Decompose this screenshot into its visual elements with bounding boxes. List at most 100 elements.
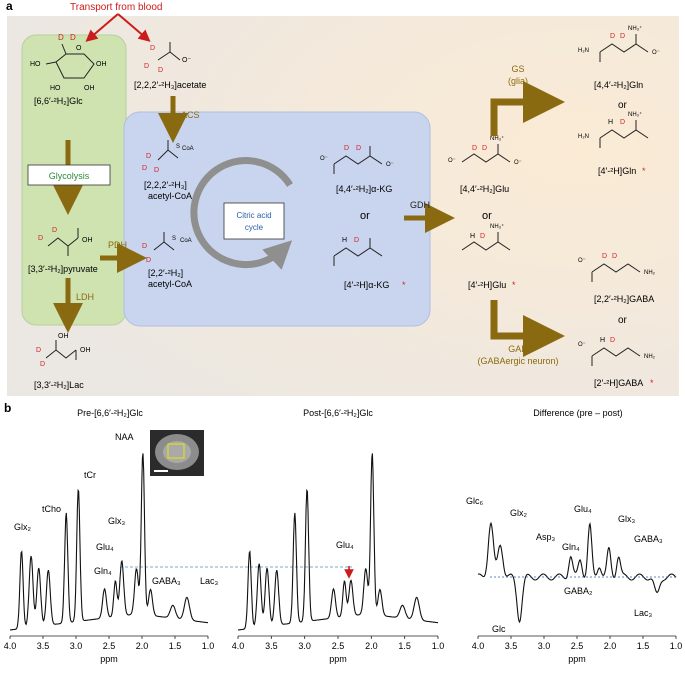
post-label-glu4: Glu₄ xyxy=(336,540,354,550)
gaba2-o: O⁻ xyxy=(578,258,586,264)
acoa3-coa: CoA xyxy=(182,146,194,152)
glu2-d2: D xyxy=(482,145,487,152)
gln2-h2n: H₂N xyxy=(578,48,589,54)
glycolysis-box xyxy=(27,164,111,186)
gln-d1-label: [4′-²H]Gln xyxy=(598,166,636,176)
axis-tick-label: 1.0 xyxy=(670,641,683,651)
ace-d2: D xyxy=(144,63,149,70)
ldh-label: LDH xyxy=(76,292,94,302)
axis-tick-label: 3.5 xyxy=(265,641,278,651)
akg-or: or xyxy=(360,210,370,222)
akg-d2-structure xyxy=(333,146,383,174)
tca-cycle-arrow xyxy=(190,157,293,270)
panel-b-label: b xyxy=(4,401,11,415)
tca-box xyxy=(223,202,285,240)
akg-d1-asterisk: * xyxy=(402,280,406,290)
acetate-label: [2,2,2′-²H₃]acetate xyxy=(134,80,206,90)
axis-tick-label: 1.0 xyxy=(202,641,215,651)
glc-o: O xyxy=(76,45,82,52)
gln-or: or xyxy=(618,100,628,111)
akg-d1-label: [4′-²H]α-KG xyxy=(344,280,389,290)
glc-oh1: OH xyxy=(96,61,107,68)
axis-xlabel: ppm xyxy=(100,654,118,664)
diff-label-asp3: Asp₃ xyxy=(536,532,556,542)
gdh-label: GDH xyxy=(410,200,430,210)
glu-d2-structure xyxy=(461,144,511,163)
gaba-d2-label: [2,2′-²H₂]GABA xyxy=(594,294,654,304)
gaba-d1-label: [2′-²H]GABA xyxy=(594,378,643,388)
gaba1-h: H xyxy=(600,337,605,344)
axis-tick-label: 2.0 xyxy=(136,641,149,651)
akg2-d1: D xyxy=(344,145,349,152)
gs-label-line1: GS xyxy=(511,64,524,74)
acetylcoa-d3-structure xyxy=(157,140,179,161)
axis-tick-label: 2.5 xyxy=(332,641,345,651)
diff-label-glu4: Glu₄ xyxy=(574,504,592,514)
acetylcoa-d3-line1: [2,2,2′-²H₃] xyxy=(144,180,187,190)
diff-label-gln4: Gln₄ xyxy=(562,542,580,552)
axis-tick-label: 2.5 xyxy=(571,641,584,651)
diff-label-lac3: Lac₃ xyxy=(634,608,653,618)
diff-label-glc: Glc xyxy=(492,624,506,634)
axis-tick-label: 1.5 xyxy=(169,641,182,651)
gaba-d1-asterisk: * xyxy=(650,378,654,388)
diff-label-glx3: Glx₃ xyxy=(618,514,636,524)
acoa3-s: S xyxy=(176,144,180,150)
acoa2-s: S xyxy=(172,236,176,242)
lac-d2: D xyxy=(40,361,45,368)
pre-label-glu4: Glu₄ xyxy=(96,542,114,552)
acs-label: ACS xyxy=(181,110,200,120)
axis-xlabel: ppm xyxy=(329,654,347,664)
diff-label-gaba2: GABA₂ xyxy=(564,586,593,596)
diff-label-glx2: Glx₂ xyxy=(510,508,528,518)
glu1-nh3: NH₃⁺ xyxy=(490,223,504,230)
gln-d1-structure xyxy=(599,120,649,148)
gaba-or: or xyxy=(618,315,628,326)
post-spectrum-line xyxy=(237,453,439,631)
glu-d1-structure xyxy=(461,232,511,251)
tca-line1: Citric acid xyxy=(236,211,271,220)
pyr-oh: OH xyxy=(82,237,93,244)
glu-d2-label: [4,4′-²H₂]Glu xyxy=(460,184,509,194)
axis-tick-label: 4.0 xyxy=(232,641,245,651)
pre-label-gln4: Gln₄ xyxy=(94,566,112,576)
lactate-structure xyxy=(45,340,77,360)
pre-label-tcho: tCho xyxy=(42,504,61,514)
diff-title: Difference (pre – post) xyxy=(533,408,622,418)
acoa2-coa: CoA xyxy=(180,238,192,244)
gad-label-line2: (GABAergic neuron) xyxy=(477,356,558,366)
lactate-label: [3,3′-²H₂]Lac xyxy=(34,380,84,390)
tca-line2: cycle xyxy=(245,223,264,232)
diff-label-glc6: Glc₆ xyxy=(466,496,484,506)
gaba-d1-structure xyxy=(591,347,641,366)
gaba2-d1: D xyxy=(602,253,607,260)
pyr-d2: D xyxy=(52,227,57,234)
glu2-o-right: O⁻ xyxy=(514,160,522,166)
ace-d3: D xyxy=(158,67,163,74)
glycolysis-label: Glycolysis xyxy=(49,171,90,181)
axis-tick-label: 2.0 xyxy=(365,641,378,651)
glu-d1-label: [4′-²H]Glu xyxy=(468,280,506,290)
lac-d1: D xyxy=(36,347,41,354)
gaba1-o: O⁻ xyxy=(578,342,586,348)
acoa3-d3: D xyxy=(154,167,159,174)
akg2-o-right: O⁻ xyxy=(386,162,394,168)
diff-label-gaba3: GABA₃ xyxy=(634,534,663,544)
gln1-h: H xyxy=(608,119,613,126)
akg1-d: D xyxy=(354,237,359,244)
pre-label-tcr: tCr xyxy=(84,470,96,480)
lac-oh2: OH xyxy=(80,347,91,354)
glc-ho: HO xyxy=(30,61,41,68)
glu1-d: D xyxy=(480,233,485,240)
glu2-o-left: O⁻ xyxy=(448,158,456,164)
gln2-d2: D xyxy=(620,33,625,40)
gs-arrow xyxy=(490,81,565,136)
gln-d1-asterisk: * xyxy=(642,166,646,176)
pre-spectrum-line xyxy=(9,453,209,631)
gad-label-line1: GAD xyxy=(508,344,528,354)
axis-tick-label: 2.0 xyxy=(604,641,617,651)
acetylcoa-d2-line2: acetyl-CoA xyxy=(148,279,192,289)
